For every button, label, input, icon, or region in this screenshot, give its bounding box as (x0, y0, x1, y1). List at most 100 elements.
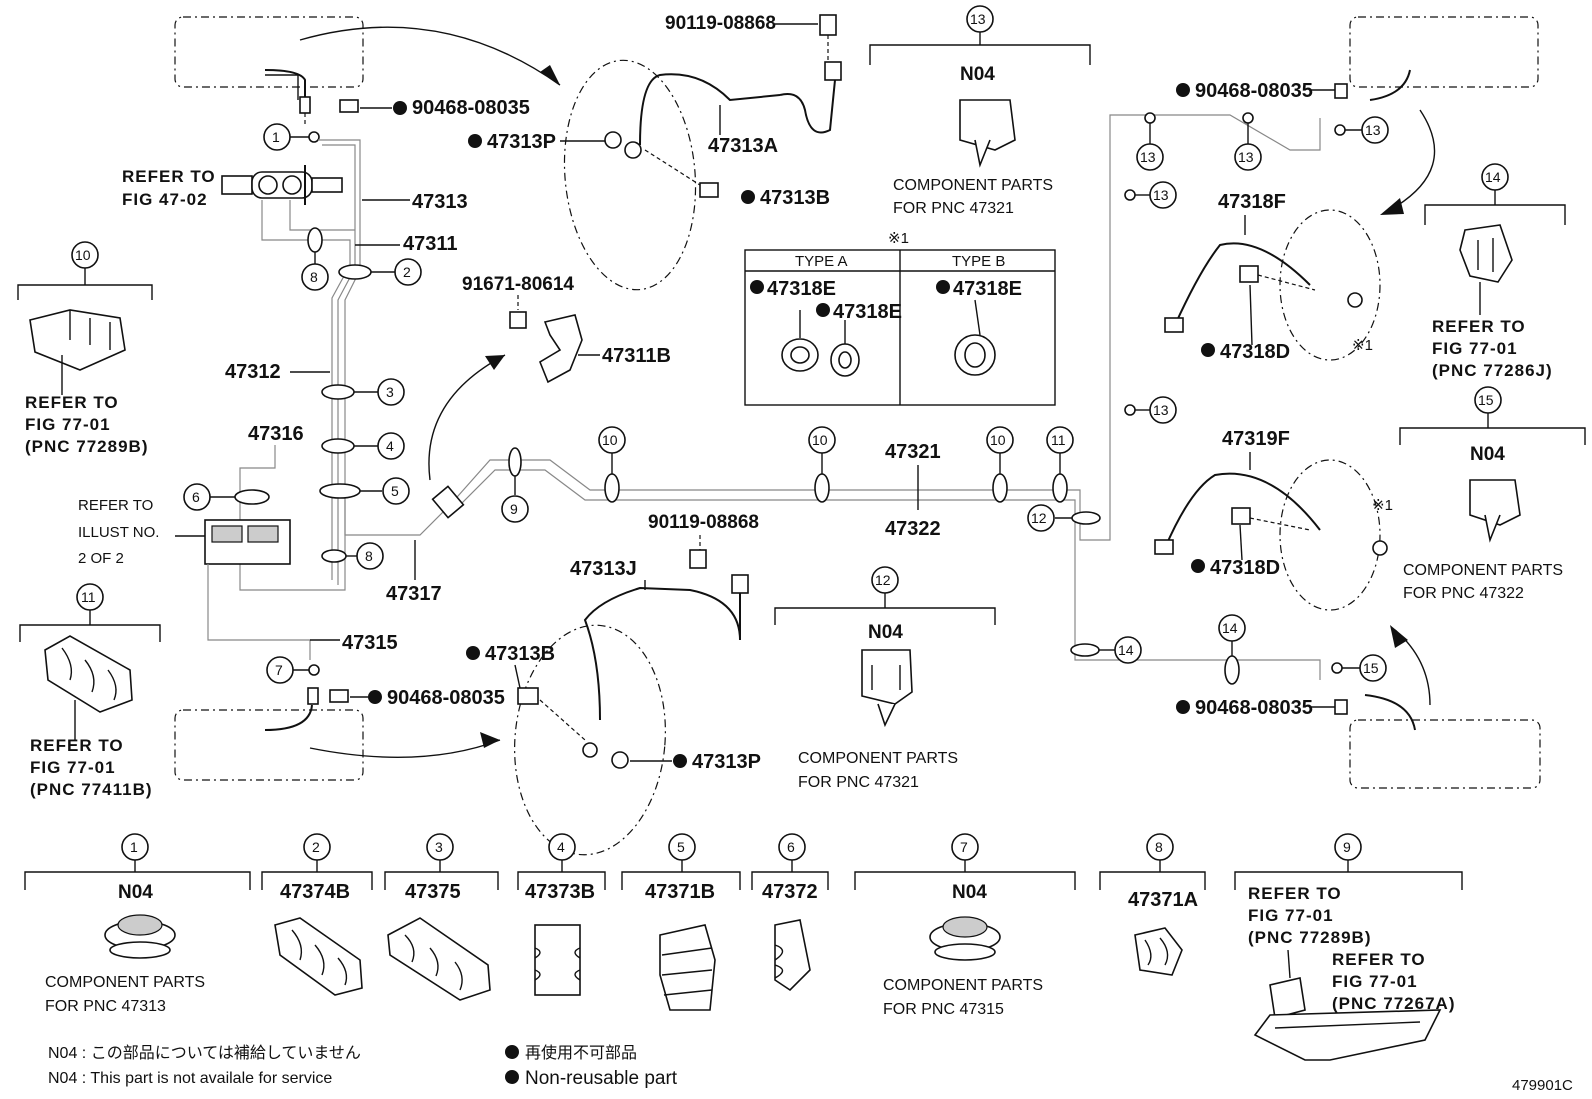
legend-c7: N04 (952, 882, 987, 903)
pn-47316: 47316 (248, 423, 304, 445)
cp-13: COMPONENT PARTS (893, 177, 1053, 194)
svg-text:7: 7 (275, 662, 283, 678)
for-47313: FOR PNC 47313 (45, 998, 166, 1015)
footnote-nr-jp: 再使用不可部品 (525, 1044, 637, 1062)
pn-90468-tr: 90468-08035 (1195, 80, 1313, 102)
type-table: ※1 TYPE A TYPE B 47318E 47318E 47318E (744, 230, 1056, 406)
pn-47318E-a2: 47318E (833, 301, 902, 323)
svg-text:7: 7 (960, 839, 968, 855)
pnc-77289B-10: (PNC 77289B) (25, 437, 149, 456)
pnc-77411B: (PNC 77411B) (30, 780, 153, 799)
right-lower-area: 15 90468-08035 (1176, 625, 1541, 789)
cp-12: COMPONENT PARTS (798, 750, 958, 767)
master-cylinder-area: 90468-08035 1 REFER TO FIG 47-02 47313 4… (78, 96, 530, 781)
pn-47311: 47311 (403, 233, 458, 255)
type-a-header: TYPE A (795, 253, 848, 270)
svg-text:6: 6 (787, 839, 795, 855)
svg-text:13: 13 (1153, 402, 1169, 418)
diagram-id: 479901C (1512, 1077, 1573, 1094)
svg-text:12: 12 (1031, 510, 1047, 526)
pnc-77267A: (PNC 77267A) (1332, 994, 1456, 1013)
pn-47318F: 47318F (1218, 191, 1286, 213)
cp-7: COMPONENT PARTS (883, 977, 1043, 994)
svg-text:13: 13 (1365, 122, 1381, 138)
bracket-47311B: 91671-80614 47311B (428, 274, 671, 481)
cp-1: COMPONENT PARTS (45, 974, 205, 991)
svg-text:3: 3 (386, 384, 394, 400)
pn-47313A: 47313A (708, 135, 778, 157)
callout-10-left: 10 REFER TO FIG 77-01 (PNC 77289B) (17, 241, 153, 456)
pn-47322: 47322 (885, 518, 941, 540)
legend-c5: 47371B (645, 881, 715, 903)
hose-assembly-top: 90119-08868 47313A 47313P 47313B (468, 13, 842, 291)
n04-13: N04 (960, 64, 995, 85)
legend-row: 1 N04 COMPONENT PARTS FOR PNC 47313 2 47… (24, 833, 1463, 1061)
legend-c1: N04 (118, 882, 153, 903)
svg-text:13: 13 (1140, 149, 1156, 165)
for-47315: FOR PNC 47315 (883, 1001, 1004, 1018)
for-47321-12: FOR PNC 47321 (798, 774, 919, 791)
pn-47318D: 47318D (1220, 341, 1290, 363)
pn-90468-br: 90468-08035 (1195, 697, 1313, 719)
fig-77-01-10: FIG 77-01 (25, 415, 111, 434)
inset-top-left (174, 16, 561, 100)
svg-text:15: 15 (1363, 660, 1379, 676)
svg-text:12: 12 (875, 572, 891, 588)
fig-77-01-9a: FIG 77-01 (1248, 906, 1334, 925)
legend-c8: 47371A (1128, 889, 1198, 911)
pn-47318D-b: 47318D (1210, 557, 1280, 579)
svg-text:6: 6 (192, 489, 200, 505)
footnotes: N04 : この部品については補給していません N04 : This part … (48, 1044, 1573, 1094)
refer-to-mc: REFER TO (122, 167, 216, 186)
svg-text:10: 10 (812, 432, 828, 448)
svg-text:2: 2 (403, 264, 411, 280)
pn-47313: 47313 (412, 191, 468, 213)
svg-text:3: 3 (435, 839, 443, 855)
pnc-77289B-9: (PNC 77289B) (1248, 928, 1372, 947)
pnc-77286J: (PNC 77286J) (1432, 361, 1553, 380)
svg-text:5: 5 (391, 483, 399, 499)
pn-90119-mid: 90119-08868 (648, 512, 759, 533)
pn-47318E-a: 47318E (767, 278, 836, 300)
right-upper-area: 90468-08035 13 13 13 13 13 47318F 47318D… (1124, 16, 1586, 611)
pn-47319F: 47319F (1222, 428, 1290, 450)
n04-12: N04 (868, 622, 903, 643)
pn-47311B: 47311B (602, 345, 671, 367)
svg-text:15: 15 (1478, 392, 1494, 408)
callout-13-top: 13 N04 COMPONENT PARTS FOR PNC 47321 (869, 5, 1091, 217)
pn-47313B-top: 47313B (760, 187, 830, 209)
pn-47317: 47317 (386, 583, 442, 605)
svg-text:14: 14 (1485, 169, 1501, 185)
svg-text:5: 5 (677, 839, 685, 855)
svg-text:1: 1 (130, 839, 138, 855)
type-b-header: TYPE B (952, 253, 1005, 270)
refer-to-9a: REFER TO (1248, 884, 1342, 903)
refer-to-10: REFER TO (25, 393, 119, 412)
callout-12-center: 12 N04 COMPONENT PARTS FOR PNC 47321 (774, 566, 996, 791)
refer-illust-3: 2 OF 2 (78, 550, 124, 567)
svg-text:10: 10 (990, 432, 1006, 448)
svg-text:10: 10 (602, 432, 618, 448)
fig-77-01-14: FIG 77-01 (1432, 339, 1518, 358)
pn-47313P-bot: 47313P (692, 751, 761, 773)
svg-text:13: 13 (1238, 149, 1254, 165)
svg-text:8: 8 (1155, 839, 1163, 855)
legend-c6: 47372 (762, 881, 818, 903)
svg-text:11: 11 (1051, 432, 1066, 448)
pn-47313J: 47313J (570, 558, 637, 580)
mark-x1-b: ※1 (1372, 497, 1393, 514)
svg-text:13: 13 (970, 11, 986, 27)
hose-assembly-bottom: 90119-08868 47313J 47313B 47313P (466, 512, 761, 856)
type-table-mark: ※1 (888, 230, 909, 247)
refer-to-9b: REFER TO (1332, 950, 1426, 969)
pn-90119-top: 90119-08868 (665, 13, 776, 34)
svg-text:8: 8 (310, 269, 318, 285)
pn-47321: 47321 (885, 441, 941, 463)
footnote-n04-jp: N04 : この部品については補給していません (48, 1044, 361, 1062)
legend-c2: 47374B (280, 881, 350, 903)
svg-text:1: 1 (272, 129, 280, 145)
pn-91671: 91671-80614 (462, 274, 574, 295)
svg-text:4: 4 (557, 839, 565, 855)
for-47321-13: FOR PNC 47321 (893, 200, 1014, 217)
